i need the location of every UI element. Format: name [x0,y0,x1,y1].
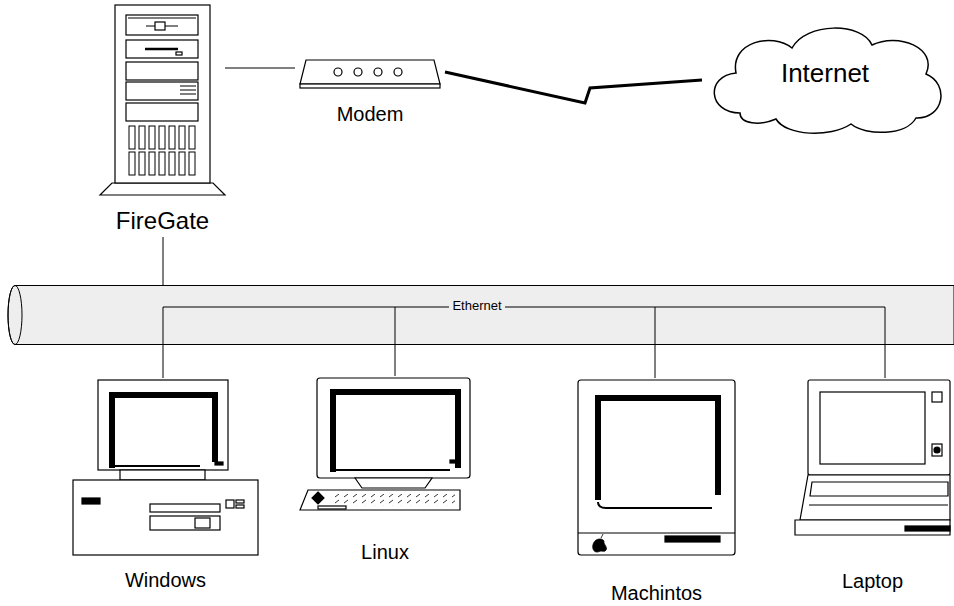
pipe-shape [8,286,954,346]
network-label: Ethernet [449,299,504,314]
modem-node: Modem [295,52,445,128]
workstation-node: Laptop [795,378,950,593]
network-cable [655,345,656,378]
linux-pc [300,378,470,510]
modem-device [300,60,440,88]
server-tower [100,5,225,195]
device-label: Modem [337,103,404,126]
workstation-node: Machintos [578,378,735,606]
pipe-outline [0,285,954,345]
server-node: FireGate [100,5,225,237]
network-cable [163,237,164,285]
ethernet-band: Ethernet [0,285,954,345]
lightning-link [445,72,702,103]
device-label: Windows [125,569,206,592]
workstation-node: Windows [73,378,258,592]
network-cable [885,345,886,378]
cloud-shape [714,28,941,133]
bus-wire [163,307,885,345]
device-label: Internet [781,59,869,89]
cloud-node: Internet [700,18,950,138]
network-cable [163,345,164,378]
workstation-node: Linux [300,376,470,564]
windows-pc [73,380,258,555]
network-cable [395,345,396,376]
device-label: Laptop [842,570,903,593]
device-label: Linux [361,541,409,564]
device-label: FireGate [116,207,209,235]
macintosh-computer [578,380,735,555]
laptop-computer [795,380,950,535]
network-cable [225,68,295,69]
device-label: Machintos [611,582,702,605]
